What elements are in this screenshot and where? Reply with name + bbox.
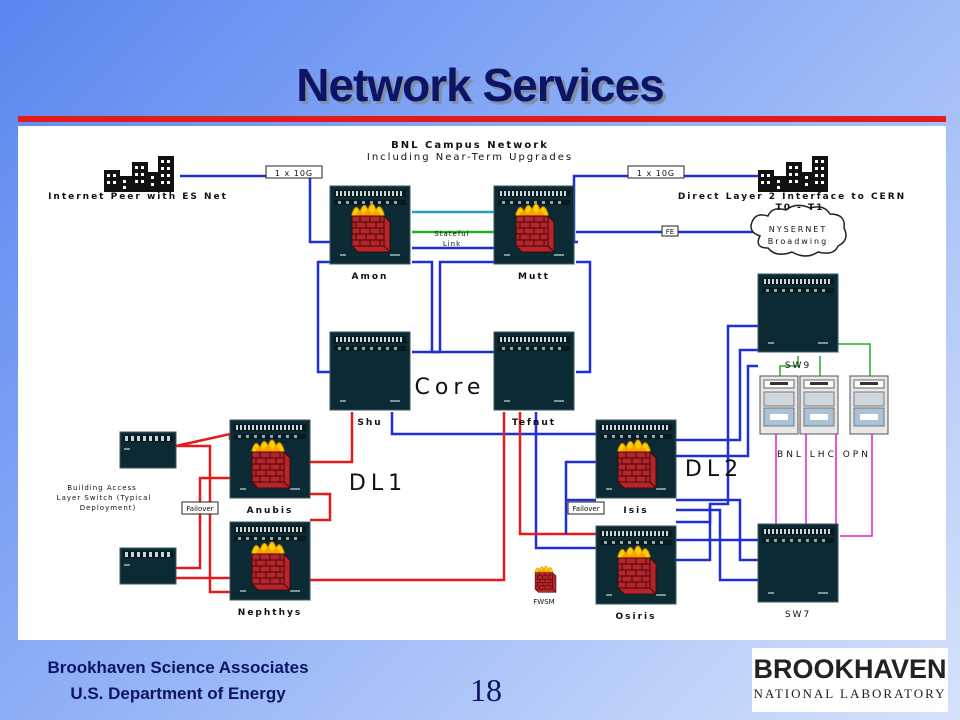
- stateful-line2: Link: [443, 240, 461, 248]
- fe-box: [661, 225, 679, 237]
- link-mutt-tefnut: [576, 260, 592, 374]
- label-amon: Amon: [352, 272, 389, 282]
- server-3: [849, 375, 889, 435]
- bnl-lhc-opn-label: BNL LHC OPN: [777, 450, 871, 460]
- footer-dept: U.S. Department of Energy: [70, 684, 286, 703]
- link-amon-tefnut: [412, 260, 494, 354]
- page-number: 18: [470, 672, 502, 708]
- node-anubis: [229, 419, 311, 499]
- building-line1: Building Access: [67, 484, 137, 492]
- footer-org: Brookhaven Science Associates: [47, 658, 309, 677]
- fe-label: FE: [666, 228, 674, 236]
- node-isis: [595, 419, 677, 499]
- link-10g-left-label: 1 x 10G: [275, 169, 313, 178]
- link-10g-right-box: [627, 165, 685, 179]
- nysernet-cloud-icon: [750, 204, 847, 257]
- core-label: Core: [415, 375, 486, 400]
- campus-line2: Including Near-Term Upgrades: [367, 152, 573, 163]
- logo-sub-text: NATIONAL LABORATORY: [753, 686, 947, 701]
- link-shu-anubis: [310, 412, 354, 464]
- node-shu: [329, 331, 411, 411]
- dl2-label: DL2: [685, 457, 743, 482]
- node-sw9: [757, 273, 839, 353]
- logo-main-text: BROOKHAVEN: [753, 654, 947, 684]
- access-switch-top: [119, 431, 177, 469]
- link-tefnut-nephthys: [310, 412, 506, 582]
- fwsm-icon: [534, 565, 557, 593]
- failover-left-box: [181, 501, 219, 515]
- node-nephthys: [229, 521, 311, 601]
- building-line3: Deployment): [80, 504, 137, 512]
- nysernet-line1: NYSERNET: [769, 225, 828, 234]
- label-nephthys: Nephthys: [238, 608, 302, 618]
- link-tefnut-osiris: [534, 412, 596, 550]
- nysernet-line2: Broadwing: [768, 237, 828, 246]
- city-right-icon: [758, 156, 828, 192]
- fwsm-label: FWSM: [533, 598, 554, 606]
- stateful-line1: Stateful: [434, 230, 469, 238]
- title-rule: [18, 116, 946, 122]
- link-amon-shu: [316, 260, 330, 374]
- campus-line1: BNL Campus Network: [391, 140, 549, 151]
- node-sw7: [757, 523, 839, 603]
- label-mutt: Mutt: [518, 272, 550, 282]
- access-switch-bottom: [119, 547, 177, 585]
- dl1-label: DL1: [349, 471, 407, 496]
- internet-peer-label: Internet Peer with ES Net: [48, 192, 228, 202]
- node-amon: [329, 185, 411, 265]
- brookhaven-logo: BROOKHAVEN NATIONAL LABORATORY: [752, 648, 948, 712]
- t0-t1-label: T0 - T1: [776, 203, 825, 213]
- failover-left-label: Failover: [186, 505, 213, 513]
- label-tefnut: Tefnut: [512, 418, 556, 428]
- label-isis: Isis: [623, 506, 648, 516]
- link-mutt-shu: [412, 260, 494, 354]
- building-line2: Layer Switch (Typical: [57, 494, 152, 502]
- server-1: [759, 375, 799, 435]
- link-internet-to-amon: [180, 174, 330, 244]
- slide-title: Network Services: [296, 59, 665, 111]
- node-osiris: [595, 525, 677, 605]
- label-shu: Shu: [357, 418, 382, 428]
- label-sw7: SW7: [785, 610, 811, 620]
- server-2: [799, 375, 839, 435]
- node-tefnut: [493, 331, 575, 411]
- direct-layer2-label: Direct Layer 2 Interface to CERN: [678, 192, 906, 202]
- city-left-icon: [104, 156, 174, 192]
- label-anubis: Anubis: [247, 506, 294, 516]
- link-10g-right-label: 1 x 10G: [637, 169, 675, 178]
- label-sw9: SW9: [785, 361, 811, 371]
- failover-right-box: [567, 501, 605, 515]
- link-shu-isis: [390, 412, 596, 436]
- label-osiris: Osiris: [616, 612, 657, 622]
- link-10g-left-box: [265, 165, 323, 179]
- failover-right-label: Failover: [572, 505, 599, 513]
- node-mutt: [493, 185, 575, 265]
